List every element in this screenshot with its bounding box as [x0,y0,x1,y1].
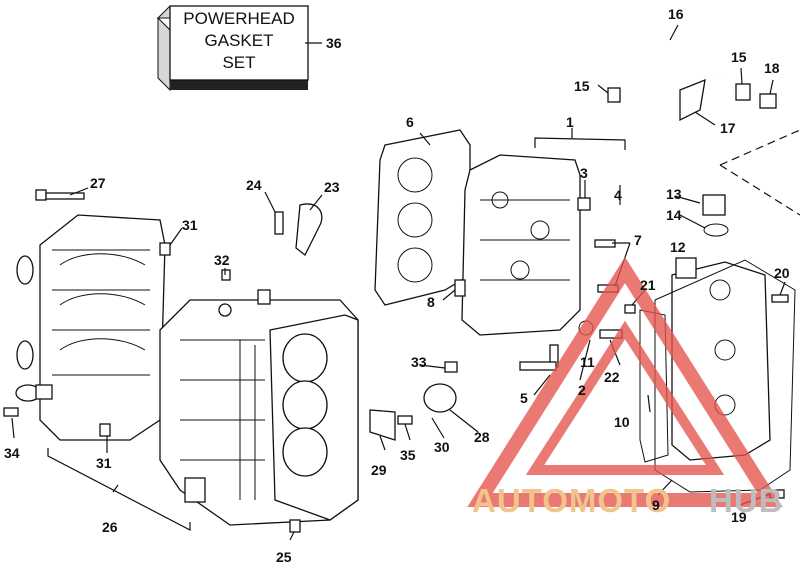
callout-16: 16 [668,6,684,22]
callout-34: 34 [4,445,20,461]
callout-numbers: 1234567891011121314151516171819202122232… [4,6,790,562]
callout-10: 10 [614,414,630,430]
callout-11: 11 [580,354,595,370]
callout-30: 30 [434,439,450,455]
callout-28: 28 [474,429,490,445]
callout-27: 27 [90,175,106,191]
water-hose-part [606,18,722,90]
callout-21: 21 [640,277,656,293]
callout-6: 6 [406,114,414,130]
callout-15a: 15 [574,78,590,94]
callout-19: 19 [731,509,747,525]
box-line-3: SET [222,53,255,72]
callout-25: 25 [276,549,292,562]
callout-13: 13 [666,186,682,202]
cylinder-head-part [461,154,581,336]
callout-24: 24 [246,177,262,193]
callout-17: 17 [720,120,736,136]
callout-14: 14 [666,207,682,223]
callout-12: 12 [670,239,686,255]
gasket-set-box: POWERHEAD GASKET SET [156,5,322,92]
callout-20: 20 [774,265,790,281]
callout-31b: 31 [96,455,112,471]
cylinder-block-part [159,289,359,526]
callout-8: 8 [427,294,435,310]
callout-32: 32 [214,252,230,268]
callout-18: 18 [764,60,780,76]
watermark-word-hub: HUB [709,482,784,519]
box-line-1: POWERHEAD [183,9,294,28]
callout-33: 33 [411,354,427,370]
watermark-word-auto: AUTOMOTO [472,482,671,519]
callout-1: 1 [566,114,574,130]
callout-29: 29 [371,462,387,478]
callout-2: 2 [578,382,586,398]
callout-35: 35 [400,447,416,463]
callout-26: 26 [102,519,118,535]
box-line-2: GASKET [205,31,274,50]
exhaust-cover-part [639,257,796,493]
callout-7: 7 [634,232,642,248]
callout-23: 23 [324,179,340,195]
callout-4: 4 [614,187,622,203]
callout-31a: 31 [182,217,198,233]
callout-9: 9 [652,497,660,513]
watermark: AUTOMOTO HUB [467,256,784,519]
cylinder-head-gasket-part [374,129,471,306]
callout-15b: 15 [731,49,747,65]
callout-22: 22 [604,369,620,385]
callout-5: 5 [520,390,528,406]
callout-3: 3 [580,165,588,181]
callout-36: 36 [326,35,342,51]
intake-manifold-part [15,214,171,441]
